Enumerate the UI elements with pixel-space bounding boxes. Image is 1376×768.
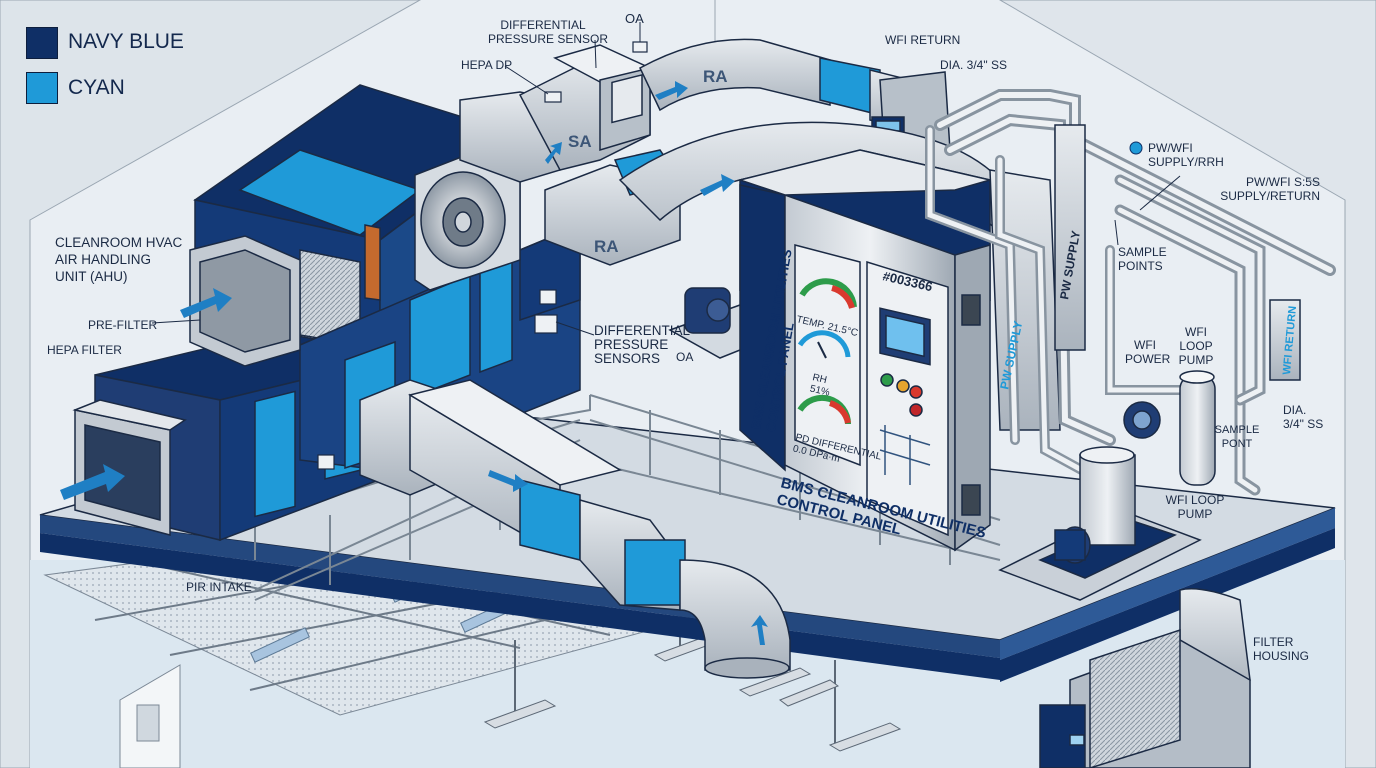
diff-pressure-sensors-label: DIFFERENTIAL PRESSURE SENSORS <box>594 323 691 366</box>
supply-fan <box>414 139 521 291</box>
pre-filter-label: PRE-FILTER <box>88 318 158 332</box>
dia-top-label: DIA. 3/4" SS <box>940 58 1007 72</box>
legend-swatch-navy <box>26 27 58 59</box>
return-air-duct-middle <box>544 121 1061 431</box>
wfi-loop-pump-top-label: WFI LOOP PUMP <box>1178 325 1214 367</box>
hepa-dp-label: HEPA DP <box>461 58 513 72</box>
stainless-piping <box>925 89 1336 496</box>
oa-top-label: OA <box>625 11 644 26</box>
wfi-return-pipe-label: WFI RETURN <box>1281 305 1299 375</box>
bms-control-panel <box>737 149 991 552</box>
wfi-loop-pump <box>998 446 1202 601</box>
filter-housing-label: FILTER HOUSING <box>1253 635 1310 663</box>
supply-air-duct <box>459 44 653 183</box>
sa-label: SA <box>568 132 592 151</box>
ra-top-label: RA <box>703 67 728 86</box>
supply-air-duct-lower <box>359 379 791 679</box>
sample-pont-label: SAMPLE PONT <box>1214 424 1260 450</box>
wfi-return-label: WFI RETURN <box>885 33 961 47</box>
oa-mid-label: OA <box>676 350 694 364</box>
pw-supply-riser <box>1054 124 1301 381</box>
hepa-filter-label: HEPA FILTER <box>47 343 122 357</box>
ra-mid-label: RA <box>594 237 619 256</box>
airflow-arrows <box>60 81 768 645</box>
pir-intake-label: PIR INTAKE <box>186 580 252 594</box>
diff-pressure-sensor-label: DIFFERENTIAL PRESSURE SENSOR <box>488 18 609 46</box>
lower-intake-hood <box>72 399 187 536</box>
legend-swatch-cyan <box>26 72 58 104</box>
wfi-storage-tank <box>1123 370 1216 486</box>
pre-filter-hood <box>189 235 301 367</box>
wfi-power-label: WFI POWER <box>1125 338 1171 366</box>
ahu-title-label: CLEANROOM HVAC AIR HANDLING UNIT (AHU) <box>55 235 183 284</box>
filter-housing <box>1039 588 1251 768</box>
rh-reading: RH51% <box>809 372 834 398</box>
pw-wfi-supply-return-label: PW/WFI S:5S SUPPLY/RETURN <box>1220 175 1320 203</box>
right-wall <box>999 0 1376 768</box>
legend-label-navy: NAVY BLUE <box>68 30 184 53</box>
sample-points-label: SAMPLE POINTS <box>1118 245 1167 273</box>
dia-right-label: DIA. 3/4" SS <box>1283 403 1324 431</box>
pw-wfi-supply-rrh-label: PW/WFI SUPPLY/RRH <box>1148 141 1224 169</box>
legend-label-cyan: CYAN <box>68 76 125 99</box>
wfi-loop-pump-bottom-label: WFI LOOP PUMP <box>1165 493 1225 521</box>
